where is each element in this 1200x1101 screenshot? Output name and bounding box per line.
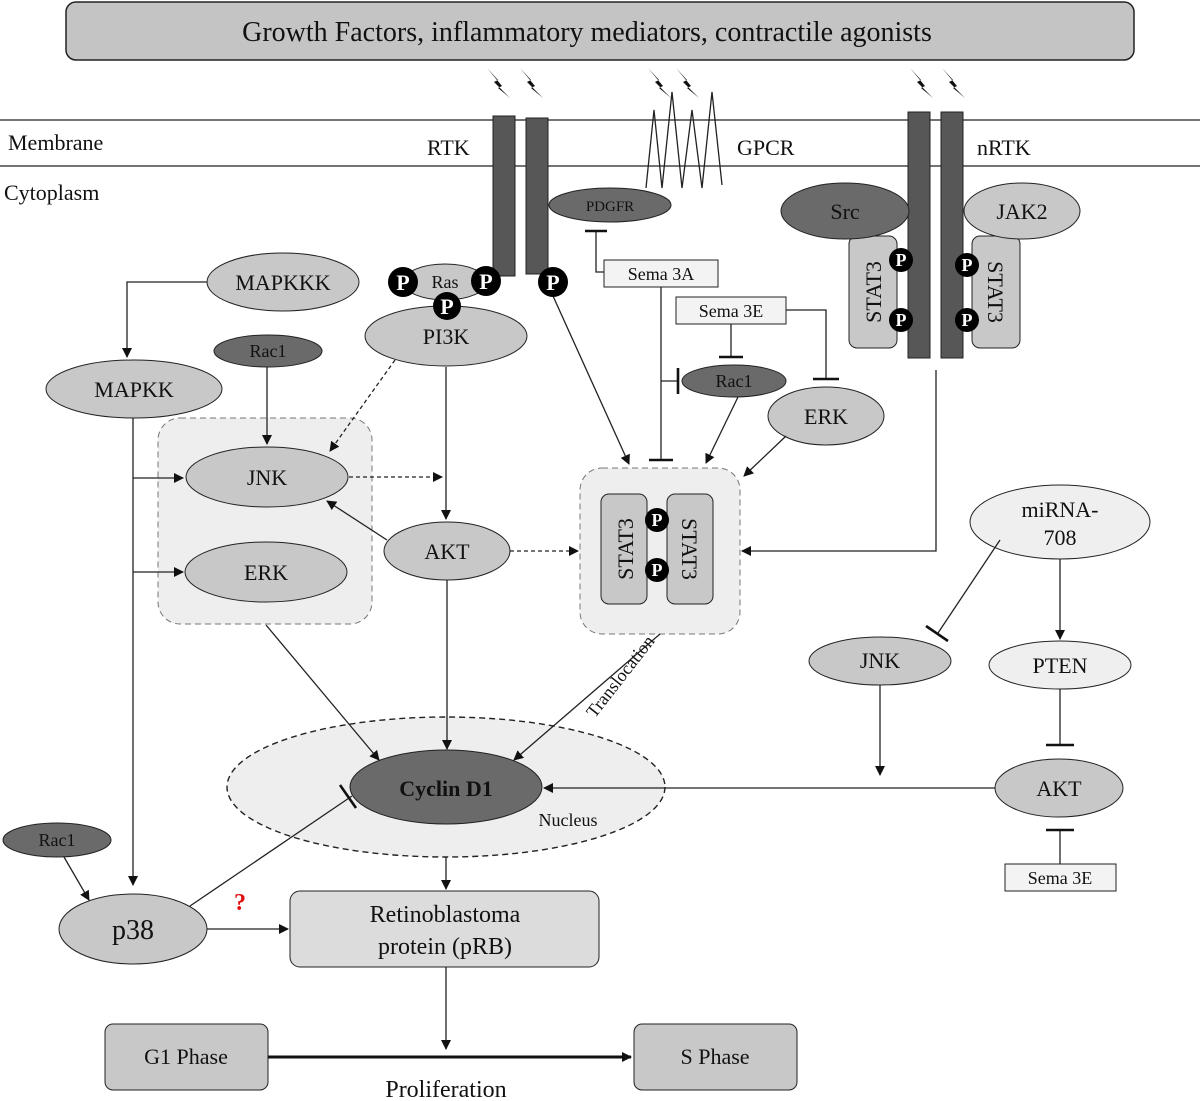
bolt-icon <box>942 68 965 98</box>
erk-right-label: ERK <box>804 404 848 429</box>
cyclin-d1-node <box>349 749 543 825</box>
cytoplasm-label: Cytoplasm <box>4 180 99 205</box>
rtk-label: RTK <box>427 135 470 160</box>
gpcr-label: GPCR <box>737 135 795 160</box>
phospho-text: P <box>896 250 907 270</box>
jnk-node-left <box>185 446 349 508</box>
nrtk-receptor-bar <box>907 111 931 359</box>
phospho-badge <box>538 267 568 297</box>
header-title: Growth Factors, inflammatory mediators, … <box>242 17 932 48</box>
phospho-markers: P P P P P P P P P P <box>388 248 979 582</box>
phospho-text: P <box>396 270 409 295</box>
pi3k-label: PI3K <box>423 324 470 349</box>
sema3a-label: Sema 3A <box>628 264 695 284</box>
phospho-text: P <box>479 269 492 294</box>
retinoblastoma-box <box>289 890 600 968</box>
rac1-top-left-label: Rac1 <box>250 341 287 361</box>
bolt-icon <box>520 68 543 98</box>
phospho-badge <box>388 267 418 297</box>
phospho-text: P <box>962 255 973 275</box>
pten-label: PTEN <box>1033 653 1088 678</box>
retinoblastoma-label-line2: protein (pRB) <box>378 934 512 960</box>
p38-label: p38 <box>112 915 154 946</box>
pdgfr-label: PDGFR <box>586 199 634 215</box>
stat3-left-label: STAT3 <box>861 261 886 323</box>
phospho-badge <box>889 308 913 332</box>
mapkk-node <box>45 359 223 419</box>
erk-node-right <box>767 386 885 446</box>
sema3e-bottom-box <box>1004 863 1117 892</box>
s-phase-label: S Phase <box>680 1044 749 1069</box>
mapkkk-label: MAPKKK <box>235 270 330 295</box>
phospho-badge <box>645 558 669 582</box>
phospho-text: P <box>652 510 663 530</box>
phospho-text: P <box>546 270 559 295</box>
sema3e-top-box <box>675 296 787 325</box>
gpcr-receptor <box>645 91 723 189</box>
jak2-node <box>963 182 1081 240</box>
retinoblastoma-label-line1: Retinoblastoma <box>370 902 521 928</box>
membrane-label: Membrane <box>8 130 103 155</box>
phospho-badge <box>433 292 461 320</box>
bolt-icon <box>676 68 699 98</box>
stat3-dimer-left-label: STAT3 <box>613 518 638 580</box>
akt-center-label: AKT <box>424 539 470 564</box>
erk-left-label: ERK <box>244 560 288 585</box>
rac1-node-center <box>681 364 787 398</box>
phospho-text: P <box>896 310 907 330</box>
rac1-center-label: Rac1 <box>716 371 753 391</box>
phospho-text: P <box>440 294 453 319</box>
phospho-badge <box>471 266 501 296</box>
cyclin-d1-label: Cyclin D1 <box>399 776 493 801</box>
rtk-receptor-bar <box>525 117 549 275</box>
bolt-icon <box>648 68 671 98</box>
mirna708-label-line1: miRNA- <box>1022 497 1099 522</box>
src-node <box>780 182 910 240</box>
rac1-node-top-left <box>213 334 323 368</box>
proliferation-label: Proliferation <box>385 1077 506 1101</box>
signal-bolt-icons <box>487 68 965 98</box>
jnk-left-label: JNK <box>247 465 287 490</box>
rac1-bottom-left-label: Rac1 <box>39 830 76 850</box>
bolt-icon <box>487 68 510 98</box>
sema3e-top-label: Sema 3E <box>699 301 764 321</box>
jnk-right-label: JNK <box>860 648 900 673</box>
nrtk-receptor-bar <box>940 111 964 359</box>
jak2-label: JAK2 <box>996 199 1047 224</box>
mirna708-label-line2: 708 <box>1044 525 1077 550</box>
stat3-dimer-right-label: STAT3 <box>677 518 702 580</box>
pdgfr-node <box>548 187 672 223</box>
s-phase-box <box>633 1023 798 1091</box>
stat3-right-label: STAT3 <box>983 261 1008 323</box>
phospho-badge <box>955 253 979 277</box>
ras-label: Ras <box>432 272 459 292</box>
stat3-dimer-right <box>666 493 714 605</box>
phospho-text: P <box>652 560 663 580</box>
g1-phase-label: G1 Phase <box>144 1044 228 1069</box>
question-mark: ? <box>234 890 246 916</box>
nucleus-label: Nucleus <box>539 810 598 830</box>
connectors <box>63 229 1074 1050</box>
akt-right-label: AKT <box>1036 776 1082 801</box>
mapkk-label: MAPKK <box>94 377 174 402</box>
rac1-node-bottom-left <box>2 822 112 858</box>
phospho-badge <box>889 248 913 272</box>
phospho-badge <box>645 508 669 532</box>
bolt-icon <box>910 68 933 98</box>
erk-node-left <box>184 541 348 603</box>
nrtk-label: nRTK <box>977 135 1031 160</box>
phospho-badge <box>955 308 979 332</box>
sema3e-bottom-label: Sema 3E <box>1028 868 1093 888</box>
phospho-text: P <box>962 310 973 330</box>
src-label: Src <box>830 199 860 224</box>
stat3-dimer-left <box>600 493 648 605</box>
rtk-receptor-bar <box>492 115 516 277</box>
header-banner <box>65 1 1135 61</box>
